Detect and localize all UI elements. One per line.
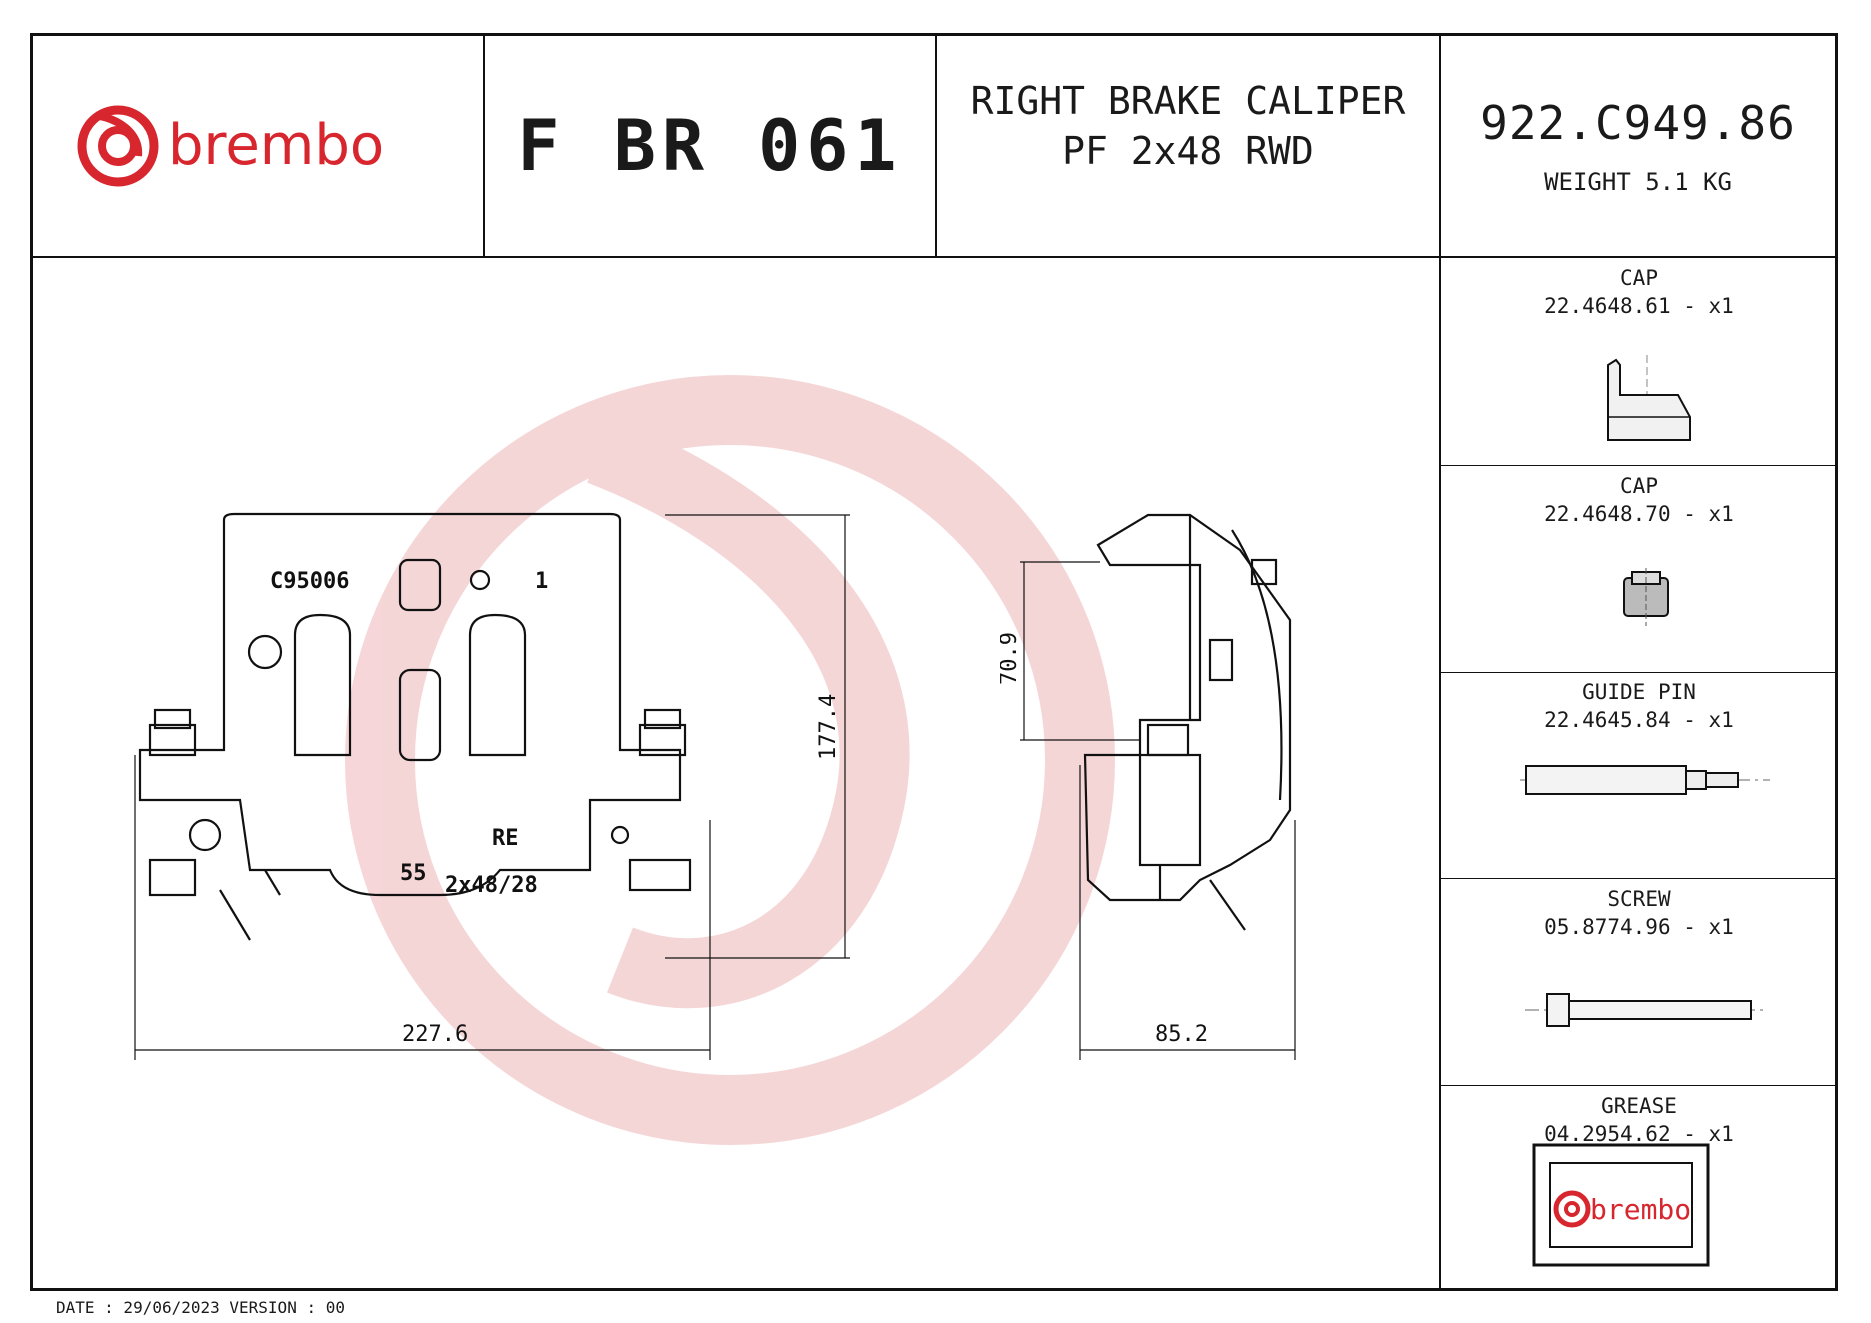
part-qty: - x1 bbox=[1683, 502, 1734, 526]
piston-mark: 2x48/28 bbox=[445, 873, 538, 898]
casting-code: C95006 bbox=[270, 569, 349, 594]
brand-text: brembo bbox=[168, 113, 384, 178]
part-name: CAP bbox=[1620, 266, 1658, 290]
screw-icon bbox=[1525, 993, 1765, 1027]
dimension-side-height: 70.9 bbox=[1000, 632, 1022, 685]
part-name: CAP bbox=[1620, 474, 1658, 498]
part-item-grease: GREASE 04.2954.62 - x1 bbox=[1441, 1090, 1837, 1150]
product-code: F BR 061 bbox=[517, 105, 903, 187]
cap-small-icon bbox=[1623, 568, 1669, 626]
header-divider bbox=[30, 256, 1838, 258]
part-number: 04.2954.62 bbox=[1544, 1122, 1671, 1146]
part-name: SCREW bbox=[1607, 887, 1671, 911]
part-number: 22.4645.84 bbox=[1544, 708, 1671, 732]
caliper-side-view: 85.2 70.9 bbox=[1000, 513, 1296, 1060]
description-cell: RIGHT BRAKE CALIPER PF 2x48 RWD bbox=[937, 36, 1439, 256]
part-number: 922.C949.86 bbox=[1480, 96, 1796, 150]
part-qty: - x1 bbox=[1683, 915, 1734, 939]
code-cell: F BR 061 bbox=[485, 36, 935, 256]
part-number: 05.8774.96 bbox=[1544, 915, 1671, 939]
part-qty: - x1 bbox=[1683, 294, 1734, 318]
dimension-height: 177.4 bbox=[816, 694, 841, 760]
part-number: 22.4648.70 bbox=[1544, 502, 1671, 526]
part-qty: - x1 bbox=[1683, 1122, 1734, 1146]
grease-brand-label: brembo bbox=[1590, 1193, 1691, 1226]
header-col-divider bbox=[935, 33, 937, 257]
size-mark: 55 bbox=[400, 861, 427, 886]
header-col-divider bbox=[483, 33, 485, 257]
part-name: GREASE bbox=[1601, 1094, 1677, 1118]
part-item-guide-pin: GUIDE PIN 22.4645.84 - x1 bbox=[1441, 676, 1837, 736]
part-item-cap-2: CAP 22.4648.70 - x1 bbox=[1441, 470, 1837, 530]
parts-row-divider bbox=[1440, 878, 1838, 879]
dimension-depth: 85.2 bbox=[1155, 1022, 1208, 1047]
side-mark: RE bbox=[492, 826, 519, 851]
caliper-front-view: C95006 1 RE 55 2x48/28 227.6 177.4 bbox=[134, 512, 850, 1060]
footer-date-version: DATE : 29/06/2023 VERSION : 00 bbox=[56, 1298, 345, 1317]
parts-row-divider bbox=[1440, 1085, 1838, 1086]
parts-column-divider bbox=[1439, 33, 1441, 1291]
guide-pin-icon bbox=[1520, 765, 1770, 795]
dimension-width: 227.6 bbox=[402, 1022, 468, 1047]
parts-row-divider bbox=[1440, 465, 1838, 466]
brembo-logo-icon: brembo bbox=[77, 105, 384, 187]
marker-label: 1 bbox=[535, 569, 548, 594]
description-line2: PF 2x48 RWD bbox=[1062, 129, 1314, 173]
part-item-cap-1: CAP 22.4648.61 - x1 bbox=[1441, 262, 1837, 322]
parts-row-divider bbox=[1440, 672, 1838, 673]
weight-label: WEIGHT 5.1 KG bbox=[1544, 168, 1732, 196]
drawing-frame bbox=[30, 33, 1838, 1291]
description-line1: RIGHT BRAKE CALIPER bbox=[970, 79, 1406, 123]
part-qty: - x1 bbox=[1683, 708, 1734, 732]
part-item-screw: SCREW 05.8774.96 - x1 bbox=[1441, 883, 1837, 943]
part-number-cell: 922.C949.86 WEIGHT 5.1 KG bbox=[1441, 36, 1835, 256]
part-number: 22.4648.61 bbox=[1544, 294, 1671, 318]
part-name: GUIDE PIN bbox=[1582, 680, 1696, 704]
brand-logo: brembo bbox=[33, 36, 483, 256]
grease-icon: brembo bbox=[1532, 1143, 1710, 1267]
cap-icon bbox=[1607, 355, 1691, 441]
